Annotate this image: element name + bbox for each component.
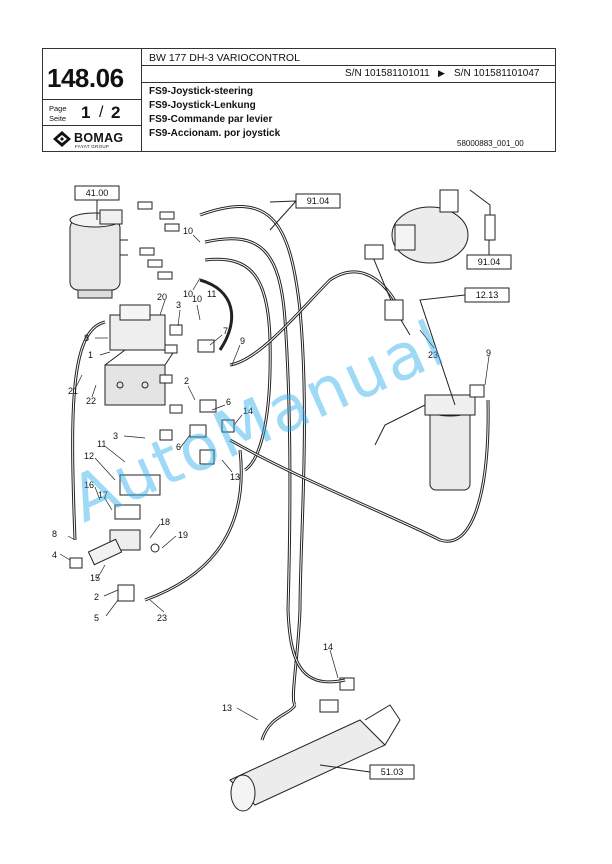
callout-label: 13 [222,703,232,713]
page-total: 2 [111,103,121,122]
page-label-de: Seite [49,114,67,123]
sensor-icon [364,244,411,336]
steering-unit-icon [69,209,128,299]
callout-label: 16 [84,480,94,490]
callout-label: 5 [94,613,99,623]
serial-from: S/N 101581101011 [345,68,430,79]
page-current: 1 [81,103,91,122]
fitting-icon [159,324,235,465]
callout-label: 13 [230,472,240,482]
svg-text:41.00: 41.00 [86,188,109,198]
callout-label: 22 [86,396,96,406]
callout-label: 12 [84,451,94,461]
header-rule [43,99,141,100]
callout-label: 20 [157,292,167,302]
fitting-icon [137,201,180,280]
valve-block-icon [104,304,183,414]
callout-label: 23 [157,613,167,623]
callout-label: 9 [486,348,491,358]
callout-label: 11 [97,439,106,449]
callout-label: 14 [323,642,333,652]
steering-cylinder-icon [229,677,401,812]
svg-text:91.04: 91.04 [478,257,501,267]
page-separator: / [99,104,104,121]
callout-label: 15 [90,573,100,583]
page-title: 148.06 [47,63,124,93]
callout-label: 2 [184,376,189,386]
reference-box: 91.04 [466,240,512,270]
logo-text: BOMAG [74,131,124,145]
title-en: FS9-Joystick-steering [149,86,253,97]
header-divider [141,49,142,151]
callout-label: 4 [52,550,57,560]
callout-label: 8 [84,333,89,343]
callout-label: 6 [226,397,231,407]
callout-labels: 10 10 11 20 10 3 7 9 8 1 21 22 2 6 14 3 … [52,226,491,713]
callout-label: 18 [160,517,170,527]
callout-label: 19 [178,530,188,540]
title-fr: FS9-Commande par levier [149,114,273,125]
document-id: 58000883_001_00 [457,139,524,148]
page-label-en: Page [49,104,67,113]
serial-to: S/N 101581101047 [454,68,540,79]
fitting-icon [69,474,161,602]
callout-label: 1 [88,350,93,360]
callout-label: 9 [240,336,245,346]
callout-label: 6 [176,442,181,452]
machine-model: BW 177 DH-3 VARIOCONTROL [149,52,300,64]
callout-label: 8 [52,529,57,539]
callout-label: 10 [183,226,193,236]
callout-label: 3 [176,300,181,310]
header-block: BW 177 DH-3 VARIOCONTROL S/N 10158110101… [42,48,556,152]
reference-box: 41.00 [74,185,120,220]
callout-label: 7 [223,326,228,336]
callout-label: 10 [183,289,193,299]
header-rule [141,65,555,66]
title-de: FS9-Joystick-Lenkung [149,100,256,111]
hydraulic-motor-icon [391,189,496,264]
callout-label: 21 [68,386,78,396]
hydraulic-diagram: 41.00 91.04 91.04 12.13 51.03 10 10 [52,185,512,812]
callout-label: 17 [98,490,108,500]
reference-box: 12.13 [419,287,510,406]
svg-text:51.03: 51.03 [381,767,404,777]
reference-box: 51.03 [319,764,415,780]
callout-label: 10 [192,294,202,304]
title-es: FS9-Accionam. por joystick [149,128,281,139]
header-rule [43,125,141,126]
header-rule [141,82,555,83]
svg-text:12.13: 12.13 [476,290,499,300]
logo-subtext: FAYAT GROUP [75,144,110,149]
callout-label: 3 [113,431,118,441]
callout-label: 2 [94,592,99,602]
callout-label: 14 [243,406,253,416]
reference-box: 91.04 [269,193,341,231]
filter-icon [374,384,485,491]
serial-arrow: ▶ [438,68,445,78]
svg-text:91.04: 91.04 [307,196,330,206]
callout-label: 23 [428,350,438,360]
callout-label: 11 [207,289,216,299]
bomag-logo-icon [53,131,71,147]
